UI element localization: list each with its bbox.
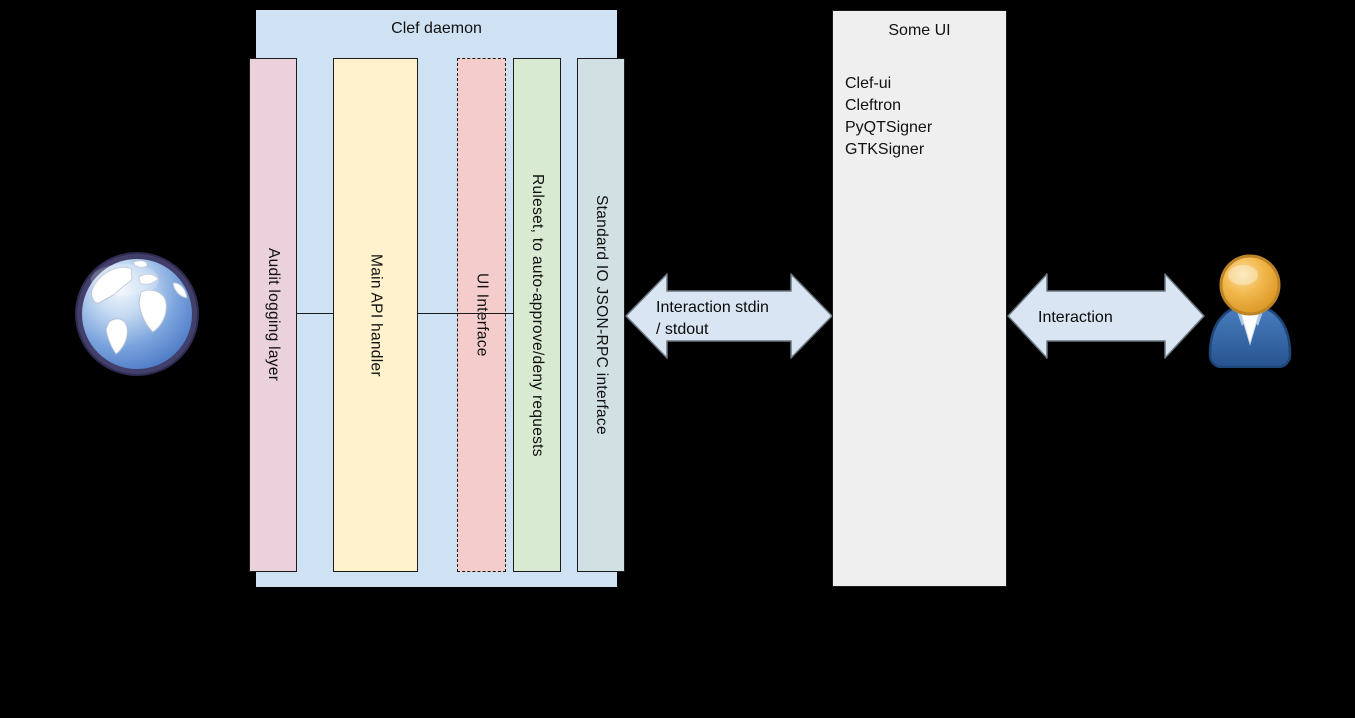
layer-label: Main API handler: [367, 253, 385, 377]
arrow-label-stdin-stdout: Interaction stdin / stdout: [656, 297, 769, 341]
connector-line-api-ruleset: [418, 313, 513, 314]
user-icon: [1208, 254, 1292, 368]
clef-daemon-box: [256, 10, 617, 587]
clef-daemon-title: Clef daemon: [391, 20, 482, 37]
layer-label: Ruleset, to auto-approve/deny requests: [529, 173, 546, 457]
layer-label: Audit logging layer: [265, 248, 282, 382]
layer-stdio-json-rpc: Standard IO JSON-RPC interface: [577, 58, 625, 572]
list-item: Cleftron: [845, 97, 902, 114]
some-ui-title: Some UI: [888, 22, 951, 39]
list-item: Clef-ui: [845, 75, 892, 92]
arrow-label-line1: Interaction stdin: [656, 299, 769, 316]
some-ui-list: Clef-ui Cleftron PyQTSigner GTKSigner: [845, 73, 932, 161]
layer-label: UI Interface: [473, 273, 491, 357]
arrow-label-line2: / stdout: [656, 321, 709, 338]
layer-main-api-handler: Main API handler: [333, 58, 418, 572]
list-item: GTKSigner: [845, 141, 925, 158]
arrow-label-interaction: Interaction: [1038, 309, 1113, 326]
connector-line-audit-api: [297, 313, 333, 314]
layer-label: Standard IO JSON-RPC interface: [593, 195, 610, 435]
some-ui-box: Some UI Clef-ui Cleftron PyQTSigner GTKS…: [832, 10, 1007, 587]
layer-ui-interface: UI Interface: [457, 58, 506, 572]
double-arrow-icon-ui-user: [1007, 273, 1205, 359]
layer-ruleset: Ruleset, to auto-approve/deny requests: [513, 58, 561, 572]
globe-icon: [75, 252, 199, 376]
list-item: PyQTSigner: [845, 119, 933, 136]
layer-audit-logging: Audit logging layer: [249, 58, 297, 572]
